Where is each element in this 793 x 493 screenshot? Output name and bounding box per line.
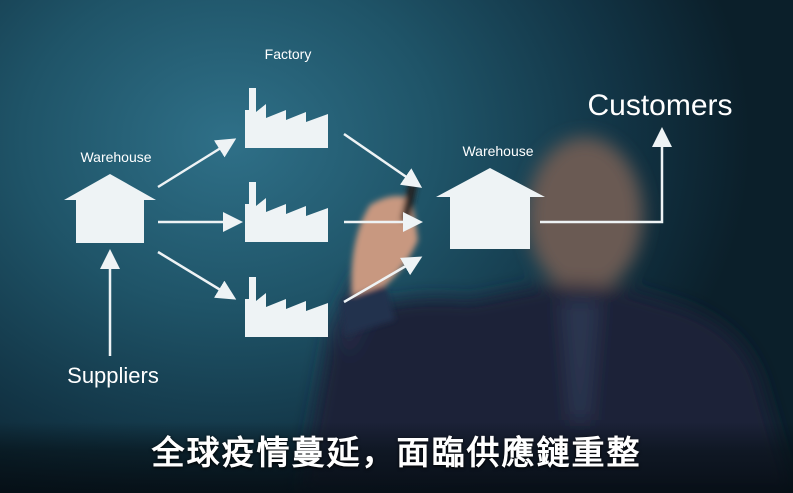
warehouse-right-label: Warehouse (462, 143, 534, 159)
factory-label: Factory (264, 46, 312, 62)
customers-label: Customers (587, 89, 733, 122)
warehouse-left-icon (64, 174, 156, 243)
supply-chain-diagram (64, 88, 545, 337)
caption-text: 全球疫情蔓延，面臨供應鏈重整 (151, 433, 642, 472)
factory-icon-middle (245, 182, 328, 242)
factory-icon-top (245, 88, 328, 148)
warehouse-right-icon (436, 168, 545, 249)
suppliers-label: Suppliers (67, 363, 159, 388)
caption-band: 全球疫情蔓延，面臨供應鏈重整 (0, 422, 793, 493)
warehouse-left-label: Warehouse (80, 149, 152, 165)
factory-icon-bottom (245, 277, 328, 337)
flow-arrows (100, 127, 672, 356)
